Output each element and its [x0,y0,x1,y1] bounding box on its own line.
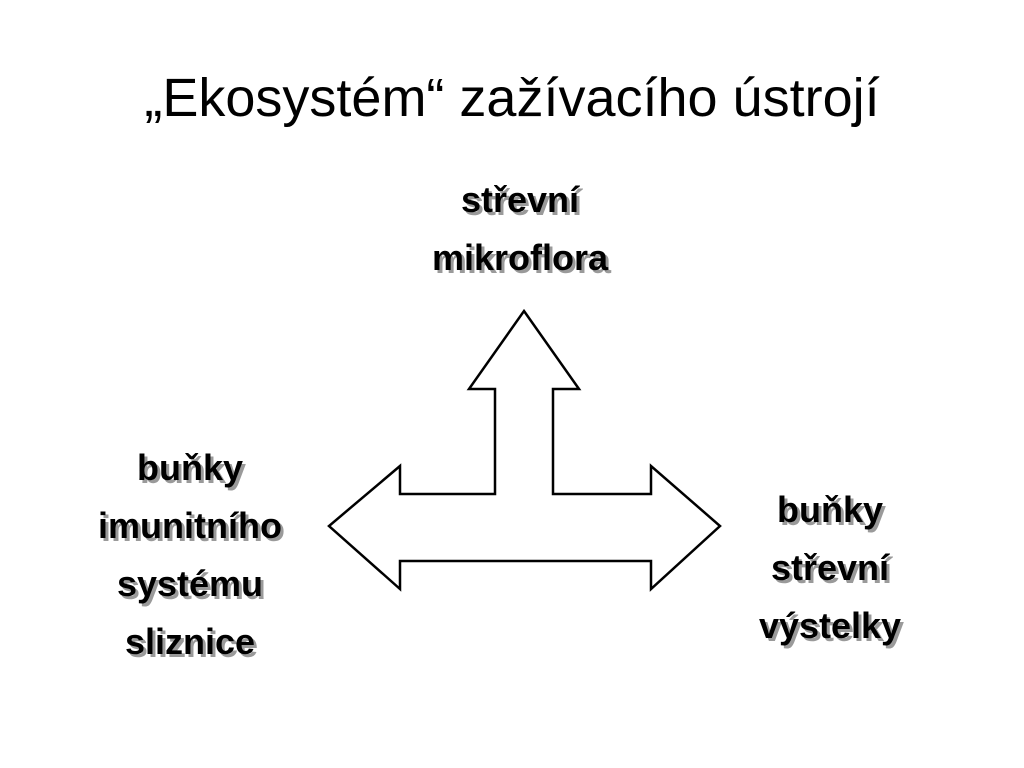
node-label-line: buňky [776,489,883,530]
node-intestinal-microflora: střevní mikroflora [350,171,690,287]
node-label-line: imunitního [98,505,282,546]
node-label-line: střevní [460,179,580,220]
three-way-arrow-icon [327,308,722,592]
node-label-line: buňky [136,447,243,488]
node-label-line: sliznice [124,621,256,662]
node-label-line: střevní [770,547,890,588]
node-label-line: mikroflora [431,237,609,278]
slide-title: „Ekosystém“ zažívacího ústrojí [144,68,880,128]
node-label-line: výstelky [758,605,902,646]
node-intestinal-epithelium-cells: buňky střevní výstelky [705,481,955,655]
node-mucosal-immune-cells: buňky imunitního systému sliznice [40,439,340,671]
node-label-line: systému [116,563,264,604]
